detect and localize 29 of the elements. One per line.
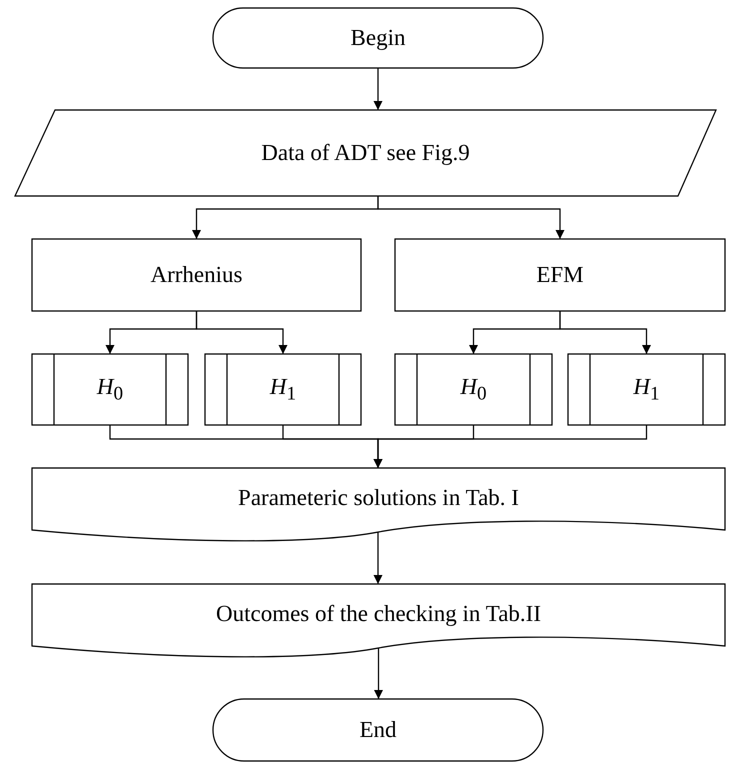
terminal-shape <box>213 8 543 68</box>
terminal-shape <box>213 699 543 761</box>
process-box <box>395 239 725 311</box>
node-label: Arrhenius <box>150 262 242 288</box>
document-shape <box>32 584 725 657</box>
predefined-process-box <box>395 354 552 425</box>
node-label: EFM <box>536 262 584 288</box>
arrow <box>377 196 564 239</box>
data-parallelogram <box>15 110 716 196</box>
node-label: Data of ADT see Fig.9 <box>261 140 470 166</box>
node-label: End <box>359 717 397 743</box>
node-label: H$_{1}$ <box>633 374 660 406</box>
arrow <box>374 425 648 468</box>
node-label: H$_{0}$ <box>460 374 487 406</box>
node-label: H$_{1}$ <box>270 374 296 406</box>
document-shape <box>32 468 725 541</box>
arrow <box>374 68 382 110</box>
node-label: H$_{0}$ <box>96 374 124 406</box>
process-box <box>32 239 361 311</box>
arrow <box>374 648 383 699</box>
predefined-process-box <box>568 354 725 425</box>
node-label: Parameteric solutions in Tab. I <box>238 484 519 510</box>
predefined-process-box <box>205 354 361 425</box>
arrow <box>559 311 651 354</box>
arrow <box>196 311 288 354</box>
arrow <box>374 532 382 584</box>
predefined-process-box <box>32 354 188 425</box>
node-label: Begin <box>350 25 406 51</box>
node-label: Outcomes of the checking in Tab.II <box>216 600 541 626</box>
